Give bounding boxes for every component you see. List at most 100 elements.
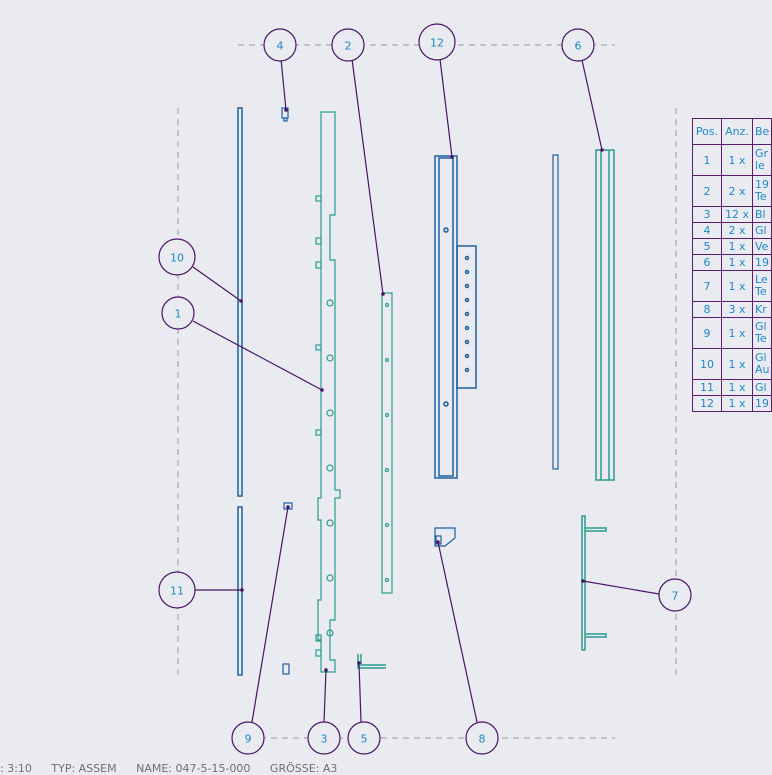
balloon-label: 1 <box>175 308 182 321</box>
cell-desc: 19 <box>751 254 772 271</box>
cell-qty: 1 x <box>721 270 753 302</box>
balloon-label: 9 <box>245 733 252 746</box>
part-7-bracket <box>581 515 607 651</box>
cell-qty: 1 x <box>721 254 753 271</box>
cell-desc: Ve <box>751 238 772 255</box>
balloon-label: 11 <box>170 585 184 598</box>
cell-desc-line: Gl <box>754 223 767 237</box>
cell-qty: 2 x <box>721 222 753 239</box>
cell-desc-line: Gl <box>754 351 767 364</box>
cell-qty: 12 x <box>721 206 753 223</box>
cell-qty: 1 x <box>721 348 753 380</box>
cell-desc: 19 <box>751 395 772 412</box>
cell-desc-line: Ve <box>754 239 769 253</box>
column-header-qty: Anz. <box>721 118 753 145</box>
status-type: TYP: ASSEM <box>51 762 117 775</box>
column-header-desc: Be <box>751 118 772 145</box>
cell-desc-line: Le <box>754 273 768 286</box>
part-thin-bar <box>552 154 559 470</box>
cell-desc: Bl <box>751 206 772 223</box>
balloon-label: 12 <box>430 37 444 50</box>
cell-desc: Gl <box>751 222 772 239</box>
cell-qty: 1 x <box>721 144 753 176</box>
balloon-label: 3 <box>321 733 328 746</box>
balloon-label: 8 <box>479 733 486 746</box>
part-2-rail <box>381 292 393 594</box>
cell-desc-line: 19 <box>754 178 769 191</box>
cell-pos: 12 <box>691 395 723 412</box>
cell-pos: 7 <box>691 270 723 302</box>
cell-desc: Kr <box>751 301 772 318</box>
parts-list-header-row: Pos. Anz. Be <box>691 118 772 145</box>
cell-pos: 2 <box>691 175 723 207</box>
cell-desc-line: Au <box>754 363 770 376</box>
cell-pos: 10 <box>691 348 723 380</box>
cell-qty: 3 x <box>721 301 753 318</box>
balloons <box>158 23 692 755</box>
cell-qty: 1 x <box>721 395 753 412</box>
status-scale: : 3:10 <box>0 762 32 775</box>
leader-dots <box>239 108 604 672</box>
balloon-label: 5 <box>361 733 368 746</box>
part-12-frame <box>434 155 477 479</box>
balloon-label: 2 <box>345 40 352 53</box>
part-4-clip <box>281 107 289 122</box>
balloon-labels: 4 2 12 6 10 1 11 7 9 3 5 8 <box>170 37 679 746</box>
status-size: GRÖSSE: A3 <box>269 762 338 775</box>
cell-qty: 1 x <box>721 379 753 396</box>
cell-pos: 8 <box>691 301 723 318</box>
cell-qty: 2 x <box>721 175 753 207</box>
cell-pos: 1 <box>691 144 723 176</box>
cell-desc-line: Te <box>754 332 767 345</box>
part-6-profile <box>595 149 615 481</box>
cell-pos: 5 <box>691 238 723 255</box>
cell-pos: 11 <box>691 379 723 396</box>
cell-desc: Gl <box>751 379 772 396</box>
cell-qty: 1 x <box>721 238 753 255</box>
cell-desc-line: Gr <box>754 147 769 160</box>
cell-desc-line: 19 <box>754 396 769 410</box>
cell-desc-line: Te <box>754 190 767 203</box>
balloon-label: 6 <box>575 40 582 53</box>
cell-desc-line: 19 <box>754 255 769 269</box>
cell-pos: 9 <box>691 317 723 349</box>
cell-pos: 6 <box>691 254 723 271</box>
balloon-label: 7 <box>672 590 679 603</box>
part-5-angle <box>357 654 386 669</box>
cell-desc-line: Gl <box>754 380 767 394</box>
status-name: NAME: 047-5-15-000 <box>136 762 251 775</box>
part-1-main-profile <box>315 111 341 673</box>
cell-desc-line: Bl <box>754 207 766 221</box>
cell-desc-line: Te <box>754 285 767 298</box>
leader-lines <box>192 58 660 723</box>
balloon-label: 4 <box>277 40 284 53</box>
cell-desc-line: Kr <box>754 302 767 316</box>
cell-pos: 3 <box>691 206 723 223</box>
cell-qty: 1 x <box>721 317 753 349</box>
cell-desc-line: Gl <box>754 320 767 333</box>
cell-desc-line: le <box>754 159 765 172</box>
cell-pos: 4 <box>691 222 723 239</box>
status-bar: : 3:10 TYP: ASSEM NAME: 047-5-15-000 GRÖ… <box>0 762 353 775</box>
column-header-pos: Pos. <box>691 118 723 145</box>
